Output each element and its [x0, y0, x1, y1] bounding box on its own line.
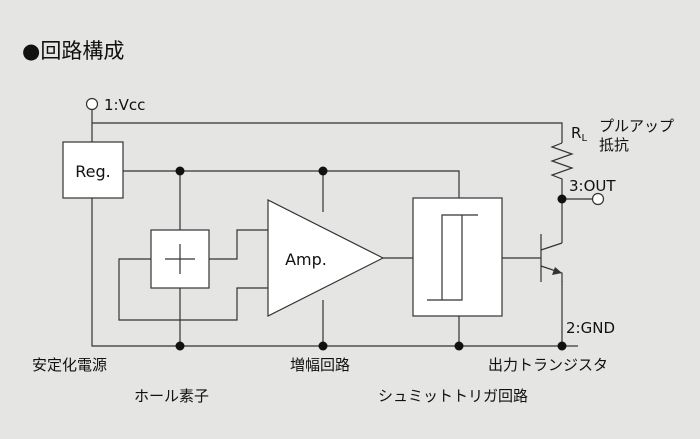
hall-element-label: ホール素子 — [134, 387, 209, 405]
junction-dot — [557, 341, 567, 351]
transistor-emitter — [540, 265, 563, 282]
junction-dot — [557, 194, 567, 204]
output-transistor-label: 出力トランジスタ — [488, 356, 608, 374]
vcc-label: 1:Vcc — [104, 96, 145, 114]
hysteresis-symbol — [427, 214, 478, 301]
vcc-rail — [92, 122, 563, 143]
amplifier-triangle — [267, 199, 385, 317]
section-title: ●回路構成 — [22, 39, 124, 63]
junction-dot — [318, 341, 328, 351]
transistor-collector — [540, 242, 563, 251]
wiring — [91, 109, 593, 347]
regulator-label: Reg. — [75, 162, 110, 181]
pullup-resistor — [550, 142, 574, 243]
schmitt-trigger-label: シュミットトリガ回路 — [378, 387, 528, 405]
regulated-rail — [123, 170, 460, 198]
hall-output-bottom-wire — [118, 258, 268, 321]
hall-output-top-wire — [209, 229, 268, 260]
power-supply-label: 安定化電源 — [32, 356, 107, 374]
rl-label: RL — [571, 124, 587, 144]
out-label: 3:OUT — [569, 177, 616, 195]
junction-dot — [175, 341, 185, 351]
pullup-label-line2: 抵抗 — [599, 136, 629, 154]
junction-dot — [454, 341, 464, 351]
hall-element-cross — [165, 244, 195, 274]
vcc-terminal — [85, 97, 99, 111]
amplifier-label: Amp. — [285, 250, 327, 269]
output-transistor — [540, 234, 563, 282]
junction-dots — [175, 166, 567, 351]
pullup-label-line1: プルアップ — [599, 117, 674, 135]
out-terminal — [591, 192, 605, 206]
junction-dot — [175, 166, 185, 176]
amplifier-circuit-label: 増幅回路 — [290, 356, 350, 374]
emitter-arrow — [552, 267, 562, 275]
junction-dot — [318, 166, 328, 176]
regulator-box — [62, 141, 124, 199]
gnd-label: 2:GND — [566, 319, 615, 337]
schmitt-trigger-box — [412, 197, 503, 317]
